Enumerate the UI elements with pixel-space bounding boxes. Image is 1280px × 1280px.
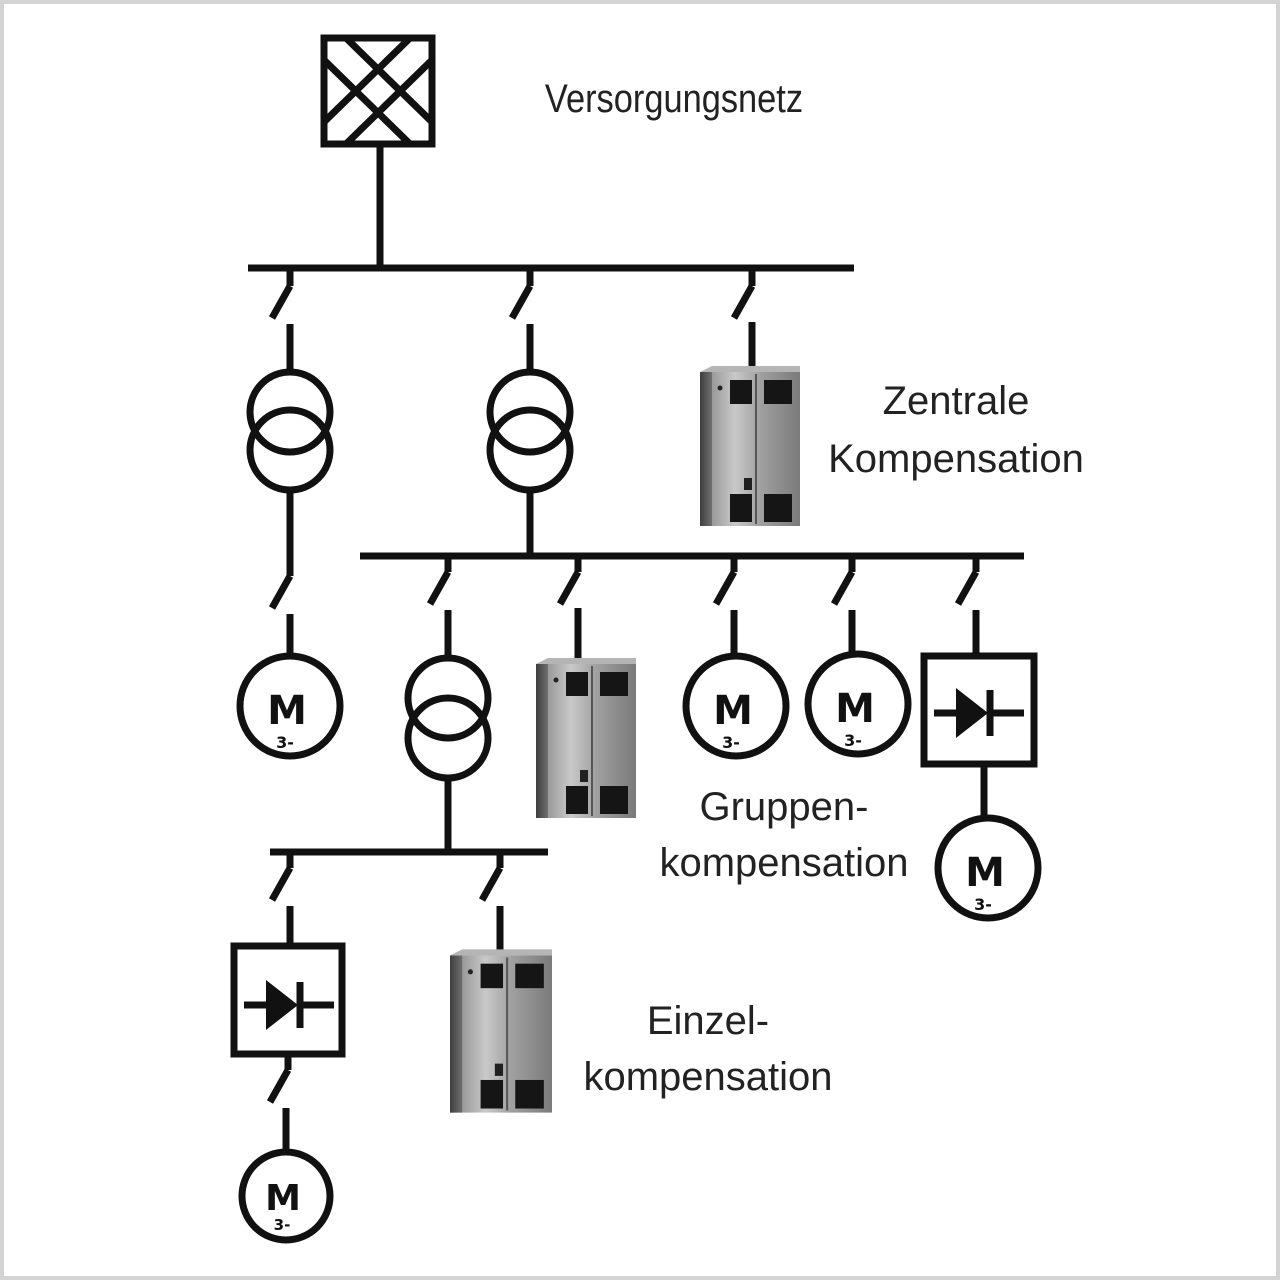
svg-text:M: M [835, 686, 875, 732]
motor-3: M 3- [804, 650, 912, 758]
motor-2: M 3- [682, 652, 790, 760]
sub-branch-motor-b [830, 556, 856, 654]
sub-branch-transformer [404, 556, 492, 852]
lower-branch-single-compensation [478, 852, 504, 950]
sub-branch-motor-a [712, 556, 738, 656]
central-compensation-cabinet [700, 364, 800, 528]
supply-network-symbol [320, 34, 436, 148]
label-single-line2: kompensation [583, 1055, 832, 1099]
svg-text:M: M [965, 850, 1005, 896]
svg-text:3-: 3- [722, 733, 740, 752]
label-group-line2: kompensation [659, 841, 908, 885]
group-compensation-cabinet [536, 656, 636, 820]
branch-transformer-2 [486, 268, 574, 556]
label-supply-network: Versorgungsnetz [545, 76, 803, 121]
branch-central-compensation [730, 268, 756, 366]
svg-text:M: M [265, 1178, 301, 1219]
label-single-line1: Einzel- [647, 999, 769, 1043]
svg-text:3-: 3- [276, 733, 294, 752]
label-group-line1: Gruppen- [700, 785, 869, 829]
single-compensation-cabinet [450, 948, 552, 1114]
svg-text:3-: 3- [844, 731, 862, 750]
label-central-line1: Zentrale [883, 379, 1030, 423]
svg-text:M: M [713, 688, 753, 734]
svg-text:3-: 3- [974, 895, 992, 914]
motor-4: M 3- [934, 814, 1042, 922]
lower-branch-converter [230, 852, 346, 1150]
motor-1: M 3- [236, 652, 344, 760]
label-central-line2: Kompensation [828, 437, 1084, 481]
motor-5: M 3- [238, 1148, 334, 1244]
sub-branch-converter [920, 556, 1038, 816]
sub-branch-group-compensation [556, 556, 582, 658]
svg-text:M: M [267, 688, 307, 734]
svg-text:3-: 3- [274, 1216, 291, 1234]
branch-transformer-1 [246, 268, 334, 656]
